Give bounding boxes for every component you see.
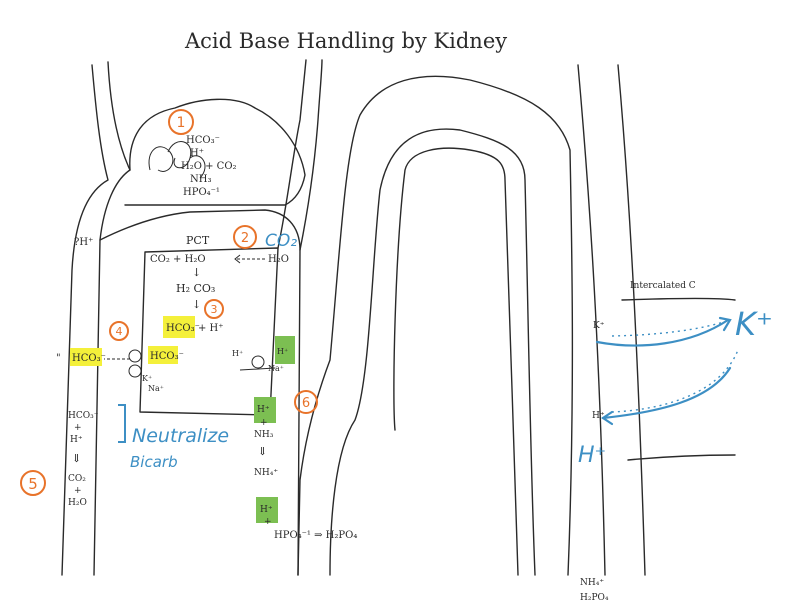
- loop-arrow: ⇓: [258, 445, 267, 458]
- carbonic-acid: H₂ CO₃: [176, 282, 215, 295]
- k-dotted-path: [611, 319, 731, 337]
- na-h-exchanger: [251, 355, 265, 369]
- bicarb-highlight: [163, 316, 195, 338]
- hpo4-reaction: HPO₄⁻¹ ⇒ H₂PO₄: [274, 530, 357, 541]
- step-5-marker: [20, 470, 46, 496]
- h-small-label: H⁺: [592, 411, 605, 421]
- bowman-capsule: [124, 98, 306, 206]
- transport-bicarb-highlight: [148, 346, 178, 364]
- loop-of-henle: [297, 75, 574, 576]
- neutralize-label: Neutralize: [132, 425, 229, 447]
- k-ion: K⁺: [142, 374, 152, 383]
- step-3-number: 3: [211, 303, 218, 316]
- loop-plus1: +: [260, 418, 268, 428]
- apical-na-in: Na⁺: [268, 364, 284, 373]
- step-2-number: 2: [241, 231, 249, 246]
- loop-plus2: +: [264, 517, 272, 527]
- na-ion: Na⁺: [148, 384, 164, 393]
- step-6-marker: [294, 390, 318, 414]
- k-small-label: K⁺: [593, 321, 605, 331]
- k-arrow: [595, 318, 730, 347]
- bicarb-transporter: [128, 349, 142, 363]
- lumen-h: H⁺: [277, 347, 288, 356]
- bicarb-product: HCO₃⁻: [166, 323, 200, 334]
- loop-nh4: NH₄⁺: [254, 468, 278, 478]
- k-big-label: K⁺: [735, 305, 773, 343]
- loop-h1: H⁺: [257, 405, 270, 415]
- down-arrow-2: ↓: [192, 298, 201, 311]
- glom-line-4: HPO₄⁻¹: [183, 187, 220, 198]
- reaction-h2o: H₂O: [268, 254, 289, 265]
- blood-bicarb-quote: ": [56, 353, 61, 364]
- nephron-connecting-wall-2: [299, 59, 323, 251]
- step-1-marker: [168, 109, 194, 135]
- glomerulus-loops: [148, 141, 206, 179]
- step-4-marker: [109, 321, 129, 341]
- step-5-number: 5: [28, 475, 38, 493]
- step-6-number: 6: [302, 396, 310, 411]
- proton-product: + H⁺: [198, 323, 224, 334]
- step-2-marker: [233, 225, 257, 249]
- intercalated-cell-label: Intercalated C: [630, 281, 696, 291]
- h-big-label: H⁺: [578, 443, 606, 468]
- lumen-stack-0: HCO₃⁻: [68, 411, 99, 421]
- blood-bicarb-highlight: [70, 348, 102, 366]
- h-arrowhead: [601, 410, 614, 426]
- glom-line-2: H₂O + CO₂: [181, 161, 237, 172]
- lumen-stack-1: +: [74, 423, 82, 433]
- cd-h2po4: H₂PO₄: [580, 593, 609, 603]
- lumen-stack-5: +: [74, 486, 82, 496]
- lumen-stack-6: H₂O: [68, 498, 87, 508]
- collecting-duct-right-wall: [617, 64, 646, 576]
- h-arrow: [601, 366, 732, 420]
- na-k-pump: [128, 364, 142, 378]
- glom-line-0: HCO₃⁻: [186, 135, 220, 146]
- loop-nh3: NH₃: [254, 430, 274, 440]
- pct-tubule-outer: [99, 209, 301, 576]
- intercalated-cell: [621, 297, 736, 461]
- k-arrowhead: [718, 316, 732, 332]
- collecting-duct-left-wall: [577, 64, 606, 576]
- lumen-h-question: ?H⁺: [74, 237, 93, 248]
- bicarb-label: Bicarb: [130, 453, 178, 471]
- step-4-number: 4: [116, 325, 123, 338]
- step-3-marker: [204, 299, 224, 319]
- reaction-reverse-arrowhead: [234, 254, 241, 264]
- down-arrow-1: ↓: [192, 266, 201, 279]
- neutralize-bracket: [118, 404, 126, 443]
- lumen-stack-3: ⇓: [72, 452, 81, 465]
- loop-h-highlight-1: [254, 397, 276, 423]
- exchanger-arrow: [239, 367, 276, 371]
- loop-of-henle-inner: [329, 128, 536, 576]
- transport-bicarb: HCO₃⁻: [150, 351, 184, 362]
- lumen-h-highlight: [275, 336, 295, 364]
- co2-blue-label: CO₂: [265, 231, 297, 251]
- blood-bicarb: HCO₃⁻: [72, 353, 106, 364]
- loop-h-highlight-2: [256, 497, 278, 523]
- apical-h-out: H⁺: [232, 349, 243, 358]
- nephron-left-outer-wall: [61, 64, 109, 576]
- pct-label: PCT: [186, 234, 210, 247]
- diagram-title: Acid Base Handling by Kidney: [184, 29, 507, 53]
- step-1-number: 1: [177, 115, 186, 131]
- glom-line-1: H⁺: [190, 148, 204, 159]
- thick-ascending-limb: [393, 147, 519, 576]
- glom-line-3: NH₃: [190, 174, 211, 185]
- lumen-stack-4: CO₂: [68, 474, 86, 484]
- loop-h2: H⁺: [260, 505, 273, 515]
- lumen-stack-2: H⁺: [70, 435, 83, 445]
- reaction-co2-h2o: CO₂ + H₂O: [150, 254, 206, 265]
- nephron-connecting-wall: [277, 59, 307, 249]
- cd-nh4: NH₄⁺: [580, 578, 604, 588]
